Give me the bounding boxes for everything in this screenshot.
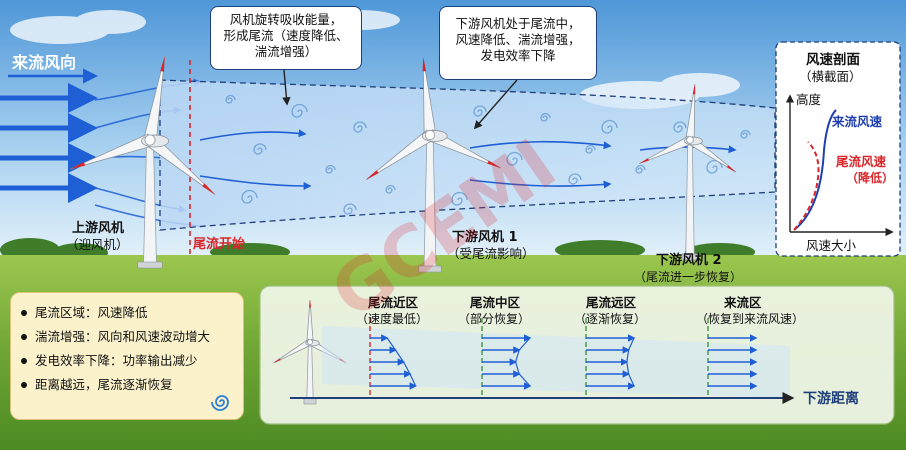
turbine-hub: [145, 135, 155, 145]
downstream-callout-line: 发电效率下降: [446, 48, 590, 64]
legend-item: 距离越远，尾流逐渐恢复: [21, 373, 235, 397]
turbine-hub: [425, 130, 434, 139]
downstream-callout-line: 下游风机处于尾流中，: [446, 16, 590, 32]
zone-name: 尾流远区: [586, 295, 637, 310]
legend-item-text: 尾流区域：风速降低: [35, 305, 148, 320]
zone-note: （部分恢复）: [458, 311, 530, 326]
legend-item-text: 距离越远，尾流逐渐恢复: [35, 377, 173, 392]
turbine-d2-name: 下游风机 2: [656, 252, 722, 268]
legend-item-text: 发电效率下降：功率输出减少: [35, 353, 198, 368]
profile-wake-note: （降低）: [846, 170, 894, 185]
legend-box: 尾流区域：风速降低 湍流增强：风向和风速波动增大 发电效率下降：功率输出减少 距…: [10, 292, 244, 420]
turbine-hub: [687, 137, 694, 144]
wake-start-label: 尾流开始: [193, 236, 245, 252]
zone-note: （逐渐恢复）: [574, 312, 646, 326]
downstream-callout: 下游风机处于尾流中， 风速降低、湍流增强， 发电效率下降: [439, 6, 597, 80]
zones-axis-label: 下游距离: [803, 390, 859, 407]
upstream-callout-line: 风机旋转吸收能量，: [217, 12, 355, 28]
legend-item: 发电效率下降：功率输出减少: [21, 349, 235, 373]
turbine-d2-note: （尾流进一步恢复）: [634, 270, 742, 284]
legend-item: 尾流区域：风速降低: [21, 301, 235, 325]
profile-x-label: 风速大小: [806, 238, 857, 253]
zone-name: 来流区: [723, 295, 762, 310]
inflow-label: 来流风向: [11, 53, 76, 72]
profile-panel: 风速剖面 （横截面） 高度 风速大小 来流风速 尾流风速 （降低）: [776, 42, 900, 256]
profile-inflow-label: 来流风速: [831, 114, 883, 129]
swirl-icon: [211, 391, 233, 413]
turbine-hub: [307, 339, 312, 344]
profile-wake-label: 尾流风速: [836, 154, 887, 169]
legend-item-text: 湍流增强：风向和风速波动增大: [35, 329, 210, 344]
profile-subtitle: （横截面）: [799, 69, 862, 84]
turbine-upstream-note: （迎风机）: [66, 237, 129, 252]
profile-y-label: 高度: [796, 92, 822, 107]
upstream-callout-line: 湍流增强）: [217, 44, 355, 60]
upstream-callout: 风机旋转吸收能量， 形成尾流（速度降低、 湍流增强）: [210, 6, 362, 70]
zone-note: （恢复到来流风速）: [696, 312, 804, 326]
downstream-callout-line: 风速降低、湍流增强，: [446, 32, 590, 48]
zone-name: 尾流中区: [470, 295, 521, 310]
upstream-callout-line: 形成尾流（速度降低、: [217, 28, 355, 44]
turbine-base: [138, 262, 162, 268]
legend-item: 湍流增强：风向和风速波动增大: [21, 325, 235, 349]
profile-title: 风速剖面: [806, 51, 860, 68]
turbine-upstream-name: 上游风机: [72, 220, 124, 236]
turbine-tower: [307, 346, 313, 400]
